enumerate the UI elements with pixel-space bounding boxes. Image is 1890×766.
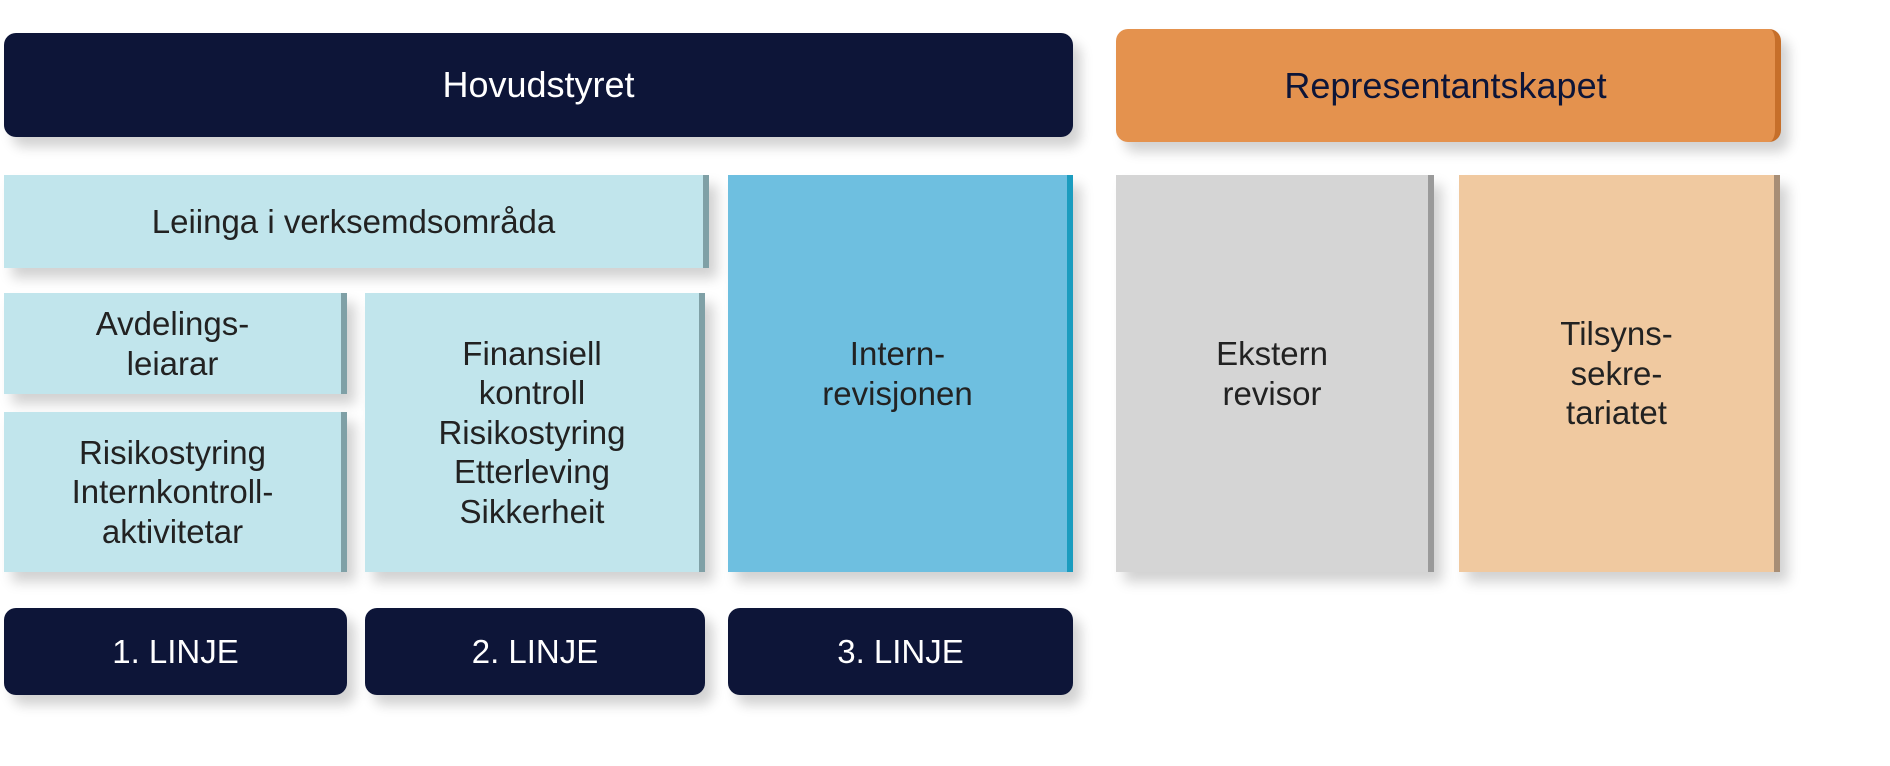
supervisory-secretariat-box: Tilsyns- sekre- tariatet [1459,175,1780,572]
external-auditor-label: Ekstern revisor [1216,334,1328,412]
board-box: Hovudstyret [4,33,1073,137]
line-1-box: 1. LINJE [4,608,347,695]
department-heads-box: Avdelings- leiarar [4,293,347,394]
management-box: Leiinga i verksemdsområda [4,175,709,268]
internal-audit-box: Intern- revisjonen [728,175,1073,572]
first-line-risk-box: Risikostyring Internkontroll- aktiviteta… [4,412,347,572]
board-label: Hovudstyret [442,64,635,106]
first-line-risk-label: Risikostyring Internkontroll- aktiviteta… [71,433,274,550]
council-label: Representantskapet [1284,64,1607,106]
line-2-box: 2. LINJE [365,608,705,695]
council-box: Representantskapet [1116,29,1781,142]
line-1-label: 1. LINJE [112,632,239,670]
line-3-box: 3. LINJE [728,608,1073,695]
department-heads-label: Avdelings- leiarar [95,304,250,382]
second-line-box: Finansiell kontroll Risikostyring Etterl… [365,293,705,572]
external-auditor-box: Ekstern revisor [1116,175,1434,572]
supervisory-secretariat-label: Tilsyns- sekre- tariatet [1560,315,1673,432]
second-line-label: Finansiell kontroll Risikostyring Etterl… [438,334,626,530]
line-2-label: 2. LINJE [471,632,599,670]
line-3-label: 3. LINJE [837,632,964,670]
management-label: Leiinga i verksemdsområda [151,202,556,240]
internal-audit-label: Intern- revisjonen [822,334,973,412]
